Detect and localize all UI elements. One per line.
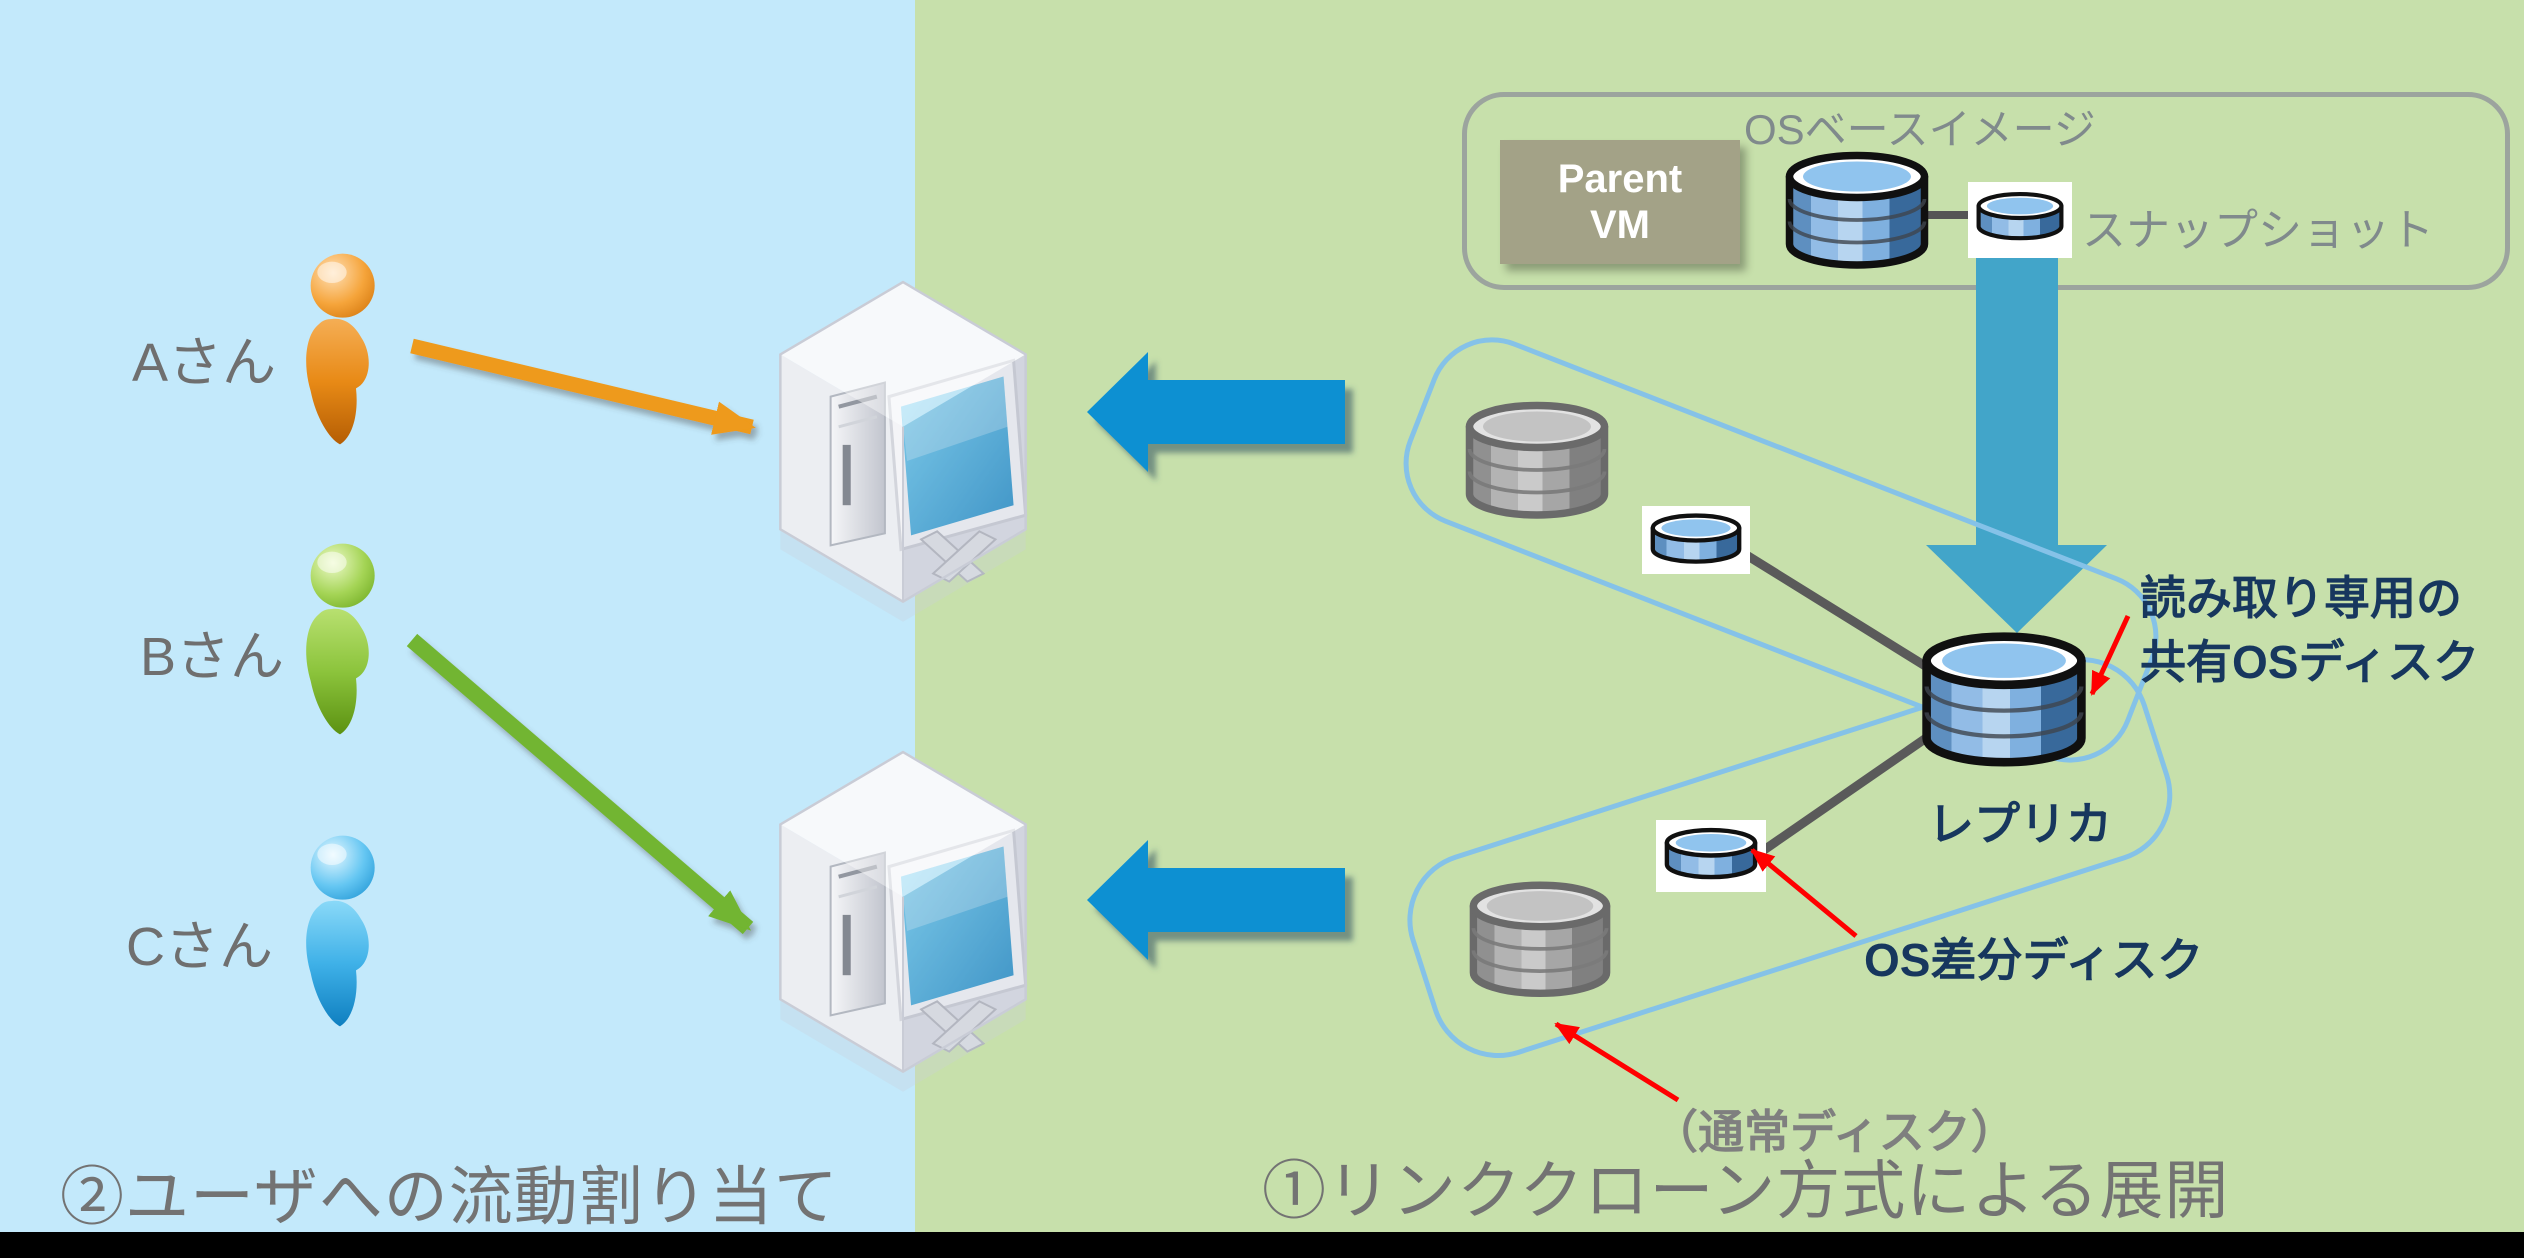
- user-assignment-region: [0, 0, 915, 1232]
- os-diff-disk-note: OS差分ディスク: [1864, 934, 2204, 986]
- right-section-caption: ①リンククローン方式による展開: [1262, 1155, 2230, 1227]
- user-a-assignment-arrow: [410, 338, 756, 435]
- vm-cube-icon-top: [780, 282, 1025, 622]
- shared-os-disk-pointer-arrow: [2089, 614, 2131, 696]
- snapshot-to-replica-arrow: [1926, 248, 2107, 633]
- parent-vm-box: Parent VM: [1500, 140, 1740, 264]
- shared-os-disk-note-line2: 共有OSディスク: [2140, 636, 2480, 688]
- os-diff-disk-icon-1: [1642, 506, 1750, 574]
- snapshot-label: スナップショット: [2082, 206, 2434, 255]
- normal-disk-icon-2: [1473, 885, 1606, 993]
- user-b-icon: [306, 543, 375, 735]
- normal-disk-icon-1: [1470, 406, 1605, 516]
- os-diff-disk-icon-2: [1656, 820, 1766, 892]
- user-a-label: Aさん: [132, 333, 277, 393]
- deploy-arrow-bottom: [1087, 840, 1345, 960]
- parent-vm-label-line1: Parent: [1557, 157, 1683, 201]
- user-b-label: Bさん: [140, 627, 285, 687]
- parent-vm-label-line2: VM: [1590, 203, 1650, 247]
- user-b-assignment-arrow: [406, 633, 754, 935]
- normal-disk-pointer-arrow: [1554, 1021, 1680, 1103]
- os-base-image-title: OSベースイメージ: [1744, 106, 2096, 153]
- shared-os-disk-note-line1: 読み取り専用の: [2140, 572, 2462, 624]
- user-c-label: Cさん: [126, 917, 273, 977]
- replica-label: レプリカ: [1928, 798, 2112, 850]
- user-c-icon: [306, 835, 375, 1027]
- vm-cube-icon-bottom: [780, 752, 1025, 1092]
- deploy-arrow-top: [1087, 352, 1345, 472]
- os-base-disk-icon: [1790, 156, 1925, 266]
- os-diff-disk-pointer-arrow: [1750, 848, 1858, 938]
- left-section-caption: ②ユーザへの流動割り当て: [60, 1161, 839, 1233]
- shared-os-disk-note: 読み取り専用の 共有OSディスク: [2140, 566, 2479, 694]
- bottom-black-bar: [0, 1232, 2524, 1258]
- linked-clone-group-2: [1407, 657, 2173, 1058]
- user-a-icon: [306, 253, 375, 445]
- normal-disk-note: （通常ディスク）: [1652, 1106, 2017, 1158]
- replica-disk-icon: [1927, 637, 2082, 763]
- snapshot-disk-icon: [1968, 182, 2072, 258]
